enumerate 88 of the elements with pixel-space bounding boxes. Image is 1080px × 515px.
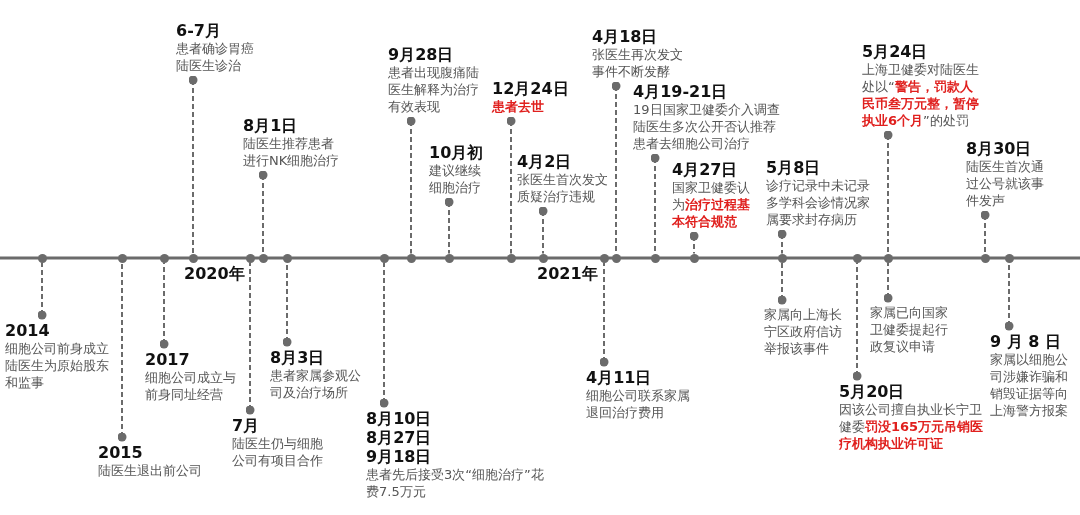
timeline-dot-icon [650, 253, 660, 263]
leader-line [37, 261, 47, 320]
event-date: 2014 [5, 321, 50, 340]
timeline-dot-icon [1004, 253, 1014, 263]
leader-line [599, 261, 609, 367]
timeline-dot-icon [117, 253, 127, 263]
timeline-dot-icon [282, 253, 292, 263]
year-label: 2021年 [537, 264, 598, 283]
event-description: 细胞公司前身成立陆医生为原始股东和监事 [5, 340, 110, 391]
leader-line [379, 261, 389, 408]
timeline-dot-icon [883, 253, 893, 263]
event-description: 因该公司擅自执业长宁卫健委罚没165万元吊销医疗机构执业许可证 [839, 401, 985, 452]
event-description: 患者家属参观公司及治疗场所 [270, 367, 362, 401]
leader-line [777, 229, 787, 255]
timeline-dot-icon [689, 253, 699, 263]
event-date: 8月30日 [966, 139, 1032, 158]
timeline-dot-icon [406, 253, 416, 263]
event-description: 建议继续细胞治疗 [429, 162, 482, 196]
leader-line [258, 170, 268, 255]
event-date: 5月8日 [766, 158, 821, 177]
leader-line [883, 130, 893, 255]
event-date: 9月18日 [366, 447, 432, 466]
event-date: 4月2日 [517, 152, 572, 171]
leader-line [538, 206, 548, 255]
event-description: 张医生再次发文事件不断发酵 [592, 46, 684, 80]
timeline-dot-icon [159, 253, 169, 263]
event-date: 10月初 [429, 143, 484, 162]
event-description: 张医生首次发文质疑治疗违规 [517, 171, 609, 205]
timeline-dot-icon [37, 253, 47, 263]
leader-line [444, 197, 454, 255]
timeline-dot-icon [444, 253, 454, 263]
leader-line [188, 75, 198, 255]
leader-line [852, 261, 862, 381]
year-label: 2020年 [184, 264, 245, 283]
event-date: 12月24日 [492, 79, 569, 98]
event-description: 患者出现腹痛陆医生解释为治疗有效表现 [388, 64, 480, 115]
leader-line [406, 116, 416, 255]
event-description: 细胞公司联系家属退回治疗费用 [586, 387, 691, 421]
event-description: 上海卫健委对陆医生处以“警告，罚款人民币叁万元整，暂停执业6个月”的处罚 [862, 61, 980, 129]
event-description: 国家卫健委认为治疗过程基本符合规范 [672, 179, 751, 230]
event-date: 2017 [145, 350, 190, 369]
leader-line [777, 261, 787, 305]
event-date: 8月27日 [366, 428, 432, 447]
event-date: 4月19-21日 [633, 82, 728, 101]
event-description: 家属向上海长宁区政府信访举报该事件 [764, 306, 843, 357]
leader-line [506, 116, 516, 255]
event-description: 患者确诊胃癌陆医生诊治 [176, 40, 255, 74]
timeline-dot-icon [245, 253, 255, 263]
timeline-dot-icon [188, 253, 198, 263]
timeline-dot-icon [258, 253, 268, 263]
event-description: 诊疗记录中未记录多学科会诊情况家属要求封存病历 [766, 177, 871, 228]
event-date: 6-7月 [176, 21, 221, 40]
event-date: 9月28日 [388, 45, 454, 64]
event-description: 陆医生退出前公司 [98, 462, 203, 479]
timeline-dot-icon [538, 253, 548, 263]
event-description: 患者先后接受3次“细胞治疗”花费7.5万元 [366, 466, 545, 500]
event-date: 9 月 8 日 [990, 332, 1061, 351]
event-date: 2015 [98, 443, 143, 462]
event-description: 陆医生仍与细胞公司有项目合作 [232, 435, 324, 469]
event-date: 5月24日 [862, 42, 928, 61]
event-description: 细胞公司成立与前身同址经营 [145, 369, 237, 403]
timeline-dot-icon [852, 253, 862, 263]
leader-line [245, 261, 255, 415]
timeline-dot-icon [611, 253, 621, 263]
timeline-dot-icon [379, 253, 389, 263]
leader-line [689, 231, 699, 255]
leader-line [159, 261, 169, 349]
event-description: 陆医生推荐患者进行NK细胞治疗 [243, 135, 341, 169]
event-description: 家属以细胞公司涉嫌诈骗和销毁证据等向上海警方报案 [990, 351, 1069, 419]
event-date: 8月1日 [243, 116, 298, 135]
event-date: 4月18日 [592, 27, 658, 46]
leader-line [980, 210, 990, 255]
timeline-dot-icon [980, 253, 990, 263]
timeline-dot-icon [599, 253, 609, 263]
event-description: 家属已向国家卫健委提起行政复议申请 [870, 304, 949, 355]
timeline-dot-icon [506, 253, 516, 263]
event-date: 4月11日 [586, 368, 652, 387]
timeline-dot-icon [777, 253, 787, 263]
event-date: 7月 [232, 416, 260, 435]
event-description: 患者去世 [492, 98, 545, 115]
leader-line [883, 261, 893, 303]
event-date: 5月20日 [839, 382, 905, 401]
event-description: 19日国家卫健委介入调查陆医生多次公开否认推荐患者去细胞公司治疗 [633, 101, 781, 152]
event-date: 8月3日 [270, 348, 325, 367]
event-date: 4月27日 [672, 160, 738, 179]
event-date: 8月10日 [366, 409, 432, 428]
leader-line [117, 261, 127, 442]
event-description: 陆医生首次通过公号就该事件发声 [966, 158, 1045, 209]
